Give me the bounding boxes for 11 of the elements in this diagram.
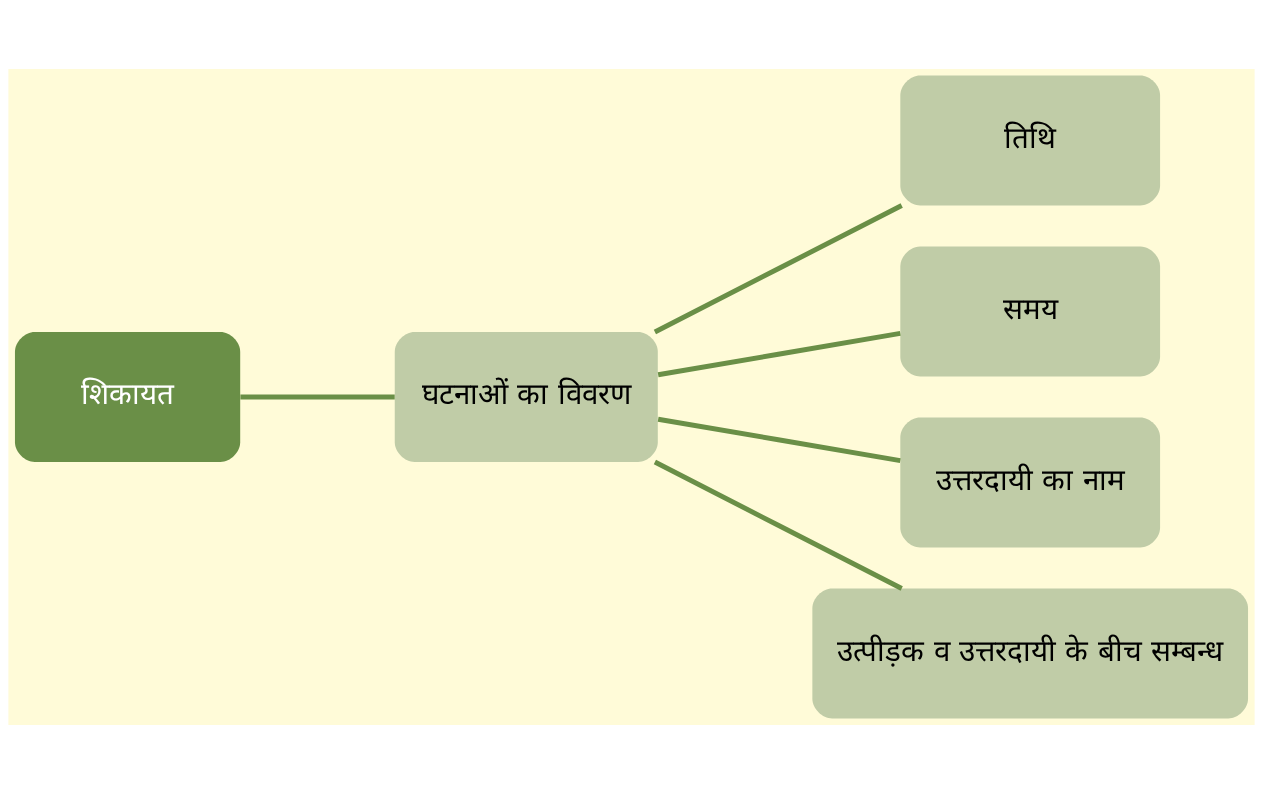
node-box: उत्तरदायी का नाम	[900, 417, 1161, 547]
node-box: तिथि	[900, 75, 1161, 205]
connector	[653, 202, 903, 334]
node-box: शिकायत	[14, 331, 241, 462]
node-box: घटनाओं का विवरण	[394, 331, 658, 462]
node-box: उत्पीड़क व उत्तरदायी के बीच सम्बन्ध	[812, 588, 1249, 718]
connector	[657, 416, 901, 463]
connector	[653, 459, 903, 591]
connector	[240, 394, 395, 399]
connector	[657, 330, 901, 377]
node-box: समय	[900, 246, 1161, 376]
